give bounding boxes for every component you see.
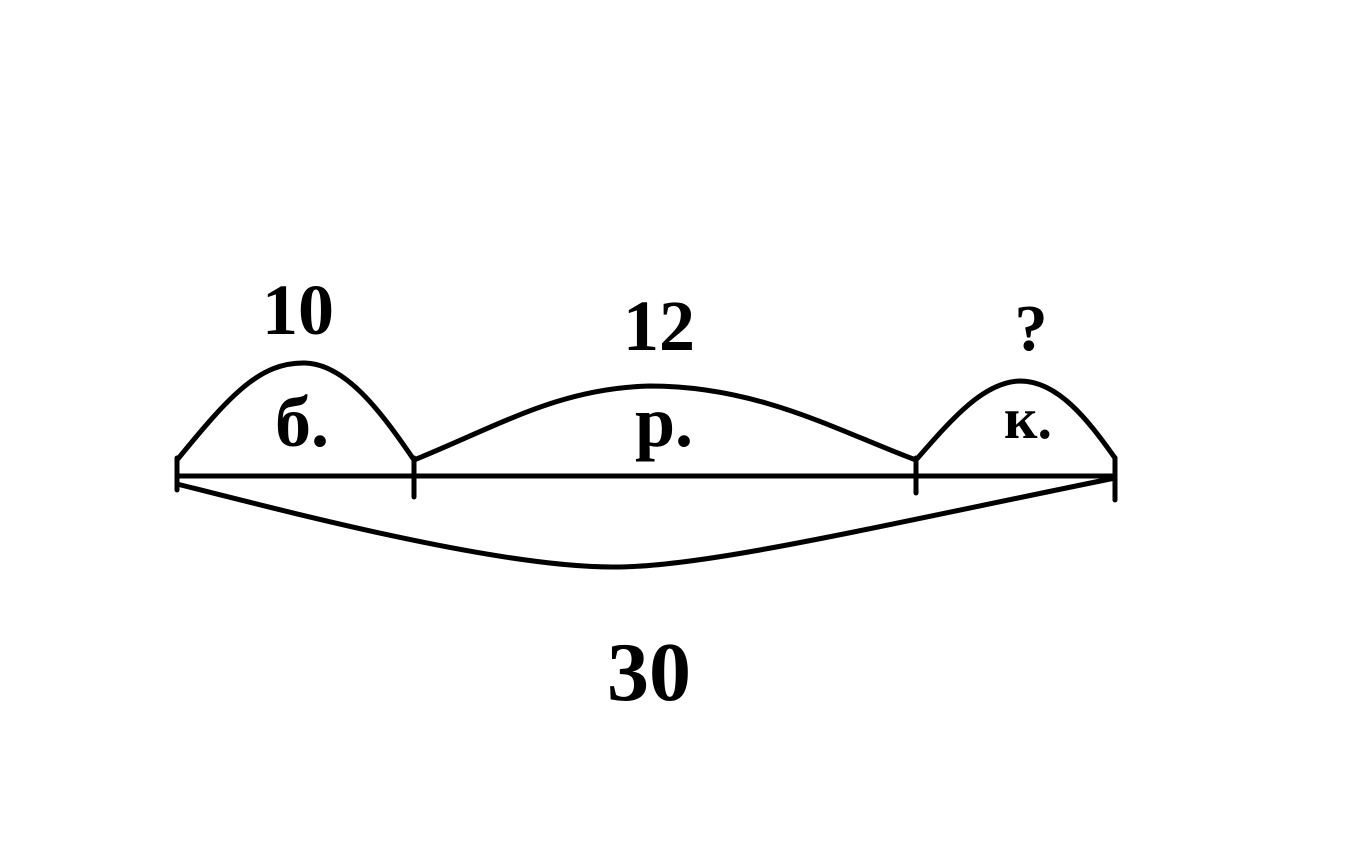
arc-segment-1 bbox=[174, 360, 417, 463]
segment-2-value: 12 bbox=[623, 286, 695, 366]
arc-segment-2 bbox=[411, 383, 919, 463]
segment-2-letter: р. bbox=[635, 382, 693, 462]
segment-1-letter: б. bbox=[275, 382, 329, 462]
total-arc bbox=[174, 475, 1118, 570]
total-value: 30 bbox=[607, 626, 691, 719]
segment-1-value: 10 bbox=[262, 270, 334, 350]
arc-segment-3 bbox=[913, 378, 1118, 463]
segment-3-letter: к. bbox=[1004, 386, 1052, 451]
segment-3-value: ? bbox=[1015, 292, 1048, 365]
